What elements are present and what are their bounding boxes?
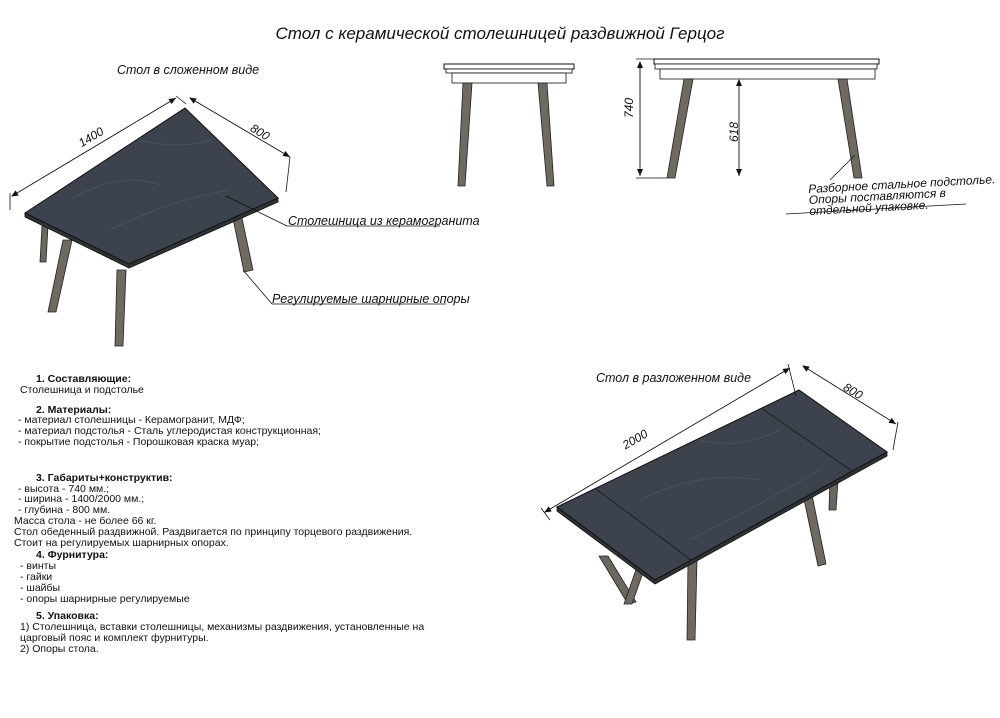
front-view-drawing (443, 63, 575, 187)
page-title: Стол с керамической столешницей раздвижн… (275, 24, 725, 43)
section-heading: 5. Упаковка: (36, 610, 99, 623)
unfolded-table-drawing (540, 363, 899, 641)
spec-line: - ширина - 1400/2000 мм.; (18, 493, 145, 506)
dim-height-total: 740 (622, 97, 636, 118)
section-heading: 2. Материалы: (36, 403, 112, 416)
section-heading: 3. Габариты+конструктив: (36, 471, 173, 484)
spec-line: Стол обеденный раздвижной. Раздвигается … (14, 525, 413, 538)
spec-line: - винты (20, 560, 57, 573)
spec-line: - гайки (20, 570, 53, 583)
side-view-drawing (636, 58, 967, 215)
section-heading: 1. Составляющие: (36, 373, 132, 385)
spec-line: Столешница и подстолье (20, 383, 144, 396)
spec-line: - высота - 740 мм.; (18, 482, 110, 495)
callout-supports: Регулируемые шарнирные опоры (272, 292, 470, 306)
spec-line: Масса стола - не более 66 кг. (14, 514, 157, 527)
spec-line: - шайбы (20, 581, 61, 594)
spec-line: - опоры шарнирные регулируемые (20, 592, 190, 605)
section-heading: 4. Фурнитура: (36, 549, 109, 562)
spec-line: царговый пояс и комплект фурнитуры. (20, 631, 209, 644)
dim-height-under: 618 (727, 121, 741, 142)
specification-text: 1. Составляющие: Столешница и подстолье … (14, 373, 425, 655)
spec-line: - материал подстолья - Сталь углеродиста… (18, 425, 321, 438)
spec-line: - покрытие подстолья - Порошковая краска… (18, 435, 260, 448)
folded-view-label: Стол в сложенном виде (117, 63, 260, 77)
callout-tabletop: Столешница из керамогранита (288, 214, 480, 228)
folded-table-drawing (9, 95, 446, 347)
spec-line: - материал столешницы - Керамогранит, МД… (18, 414, 245, 427)
spec-line: Стоит на регулируемых шарнирных опорах. (14, 536, 229, 549)
spec-line: 2) Опоры стола. (20, 642, 99, 655)
spec-line: 1) Столешница, вставки столешницы, механ… (20, 621, 425, 634)
spec-line: - глубина - 800 мм. (18, 504, 111, 517)
unfolded-view-label: Стол в разложенном виде (596, 371, 752, 385)
